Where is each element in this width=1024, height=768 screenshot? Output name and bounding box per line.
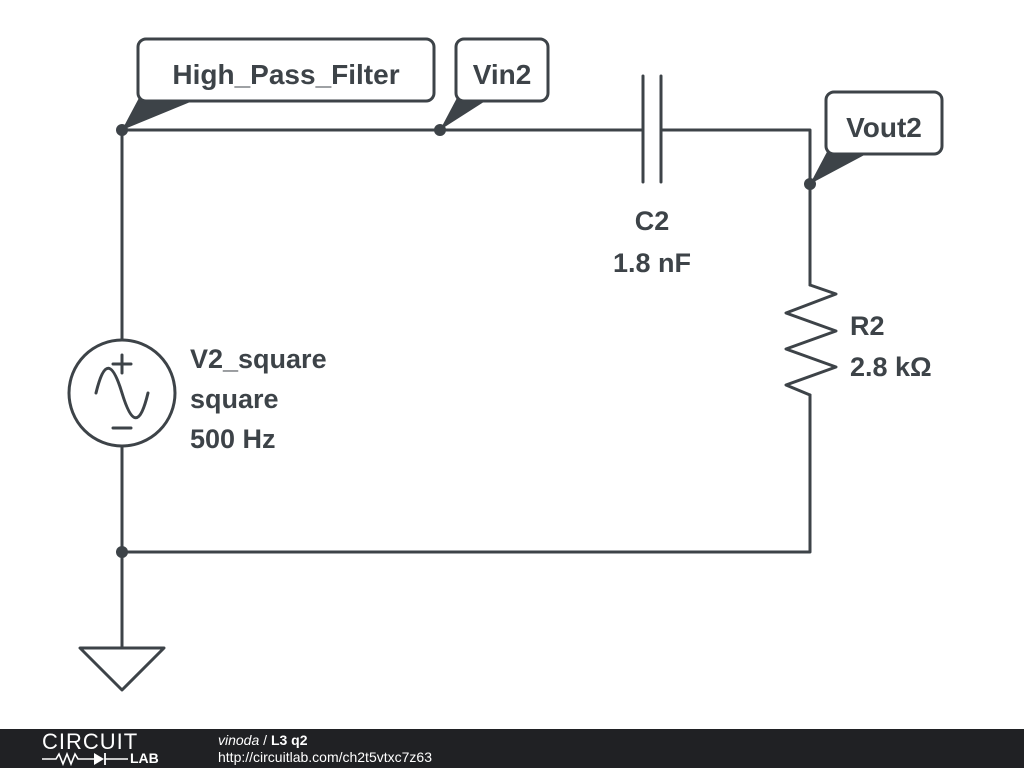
resistor-r2[interactable] bbox=[784, 283, 838, 397]
node-bottom-left[interactable] bbox=[116, 546, 128, 558]
footer-info: vinoda / L3 q2 http://circuitlab.com/ch2… bbox=[218, 732, 432, 766]
net-label-text: Vout2 bbox=[846, 112, 922, 143]
circuit-diagram: C2 1.8 nF R2 2.8 kΩ V2_square square 500… bbox=[67, 37, 944, 692]
author-link[interactable]: vinoda bbox=[218, 732, 260, 748]
net-label-vin2[interactable]: Vin2 bbox=[440, 37, 550, 130]
logo-text-bottom: LAB bbox=[130, 750, 159, 766]
net-label-vout2[interactable]: Vout2 bbox=[810, 90, 944, 184]
title-separator: / bbox=[259, 732, 271, 748]
sine-wave-icon bbox=[94, 367, 150, 419]
footer-title-line: vinoda / L3 q2 bbox=[218, 732, 432, 749]
voltage-source-v2[interactable] bbox=[67, 338, 177, 448]
circuitlab-logo[interactable]: CIRCUIT LAB bbox=[42, 731, 182, 767]
net-label-text: Vin2 bbox=[473, 59, 532, 90]
wire-right-lower bbox=[120, 393, 812, 554]
source-name: V2_square bbox=[190, 344, 327, 374]
footer-bar: CIRCUIT LAB vinoda / L3 q2 http://circui… bbox=[0, 729, 1024, 768]
capacitor-value: 1.8 nF bbox=[613, 248, 691, 278]
net-label-high-pass-filter[interactable]: High_Pass_Filter bbox=[122, 37, 436, 130]
circuit-title[interactable]: L3 q2 bbox=[270, 732, 308, 748]
source-frequency: 500 Hz bbox=[190, 424, 276, 454]
circuit-url[interactable]: http://circuitlab.com/ch2t5vtxc7z63 bbox=[218, 749, 432, 765]
source-waveform: square bbox=[190, 384, 279, 414]
resistor-name: R2 bbox=[850, 311, 885, 341]
net-label-text: High_Pass_Filter bbox=[172, 59, 399, 90]
logo-text-top: CIRCUIT bbox=[42, 729, 139, 754]
resistor-value: 2.8 kΩ bbox=[850, 352, 932, 382]
ground-symbol[interactable] bbox=[78, 646, 166, 692]
capacitor-c2[interactable] bbox=[641, 74, 663, 184]
wire-top-right bbox=[659, 128, 812, 287]
logo-resistor-diode-icon bbox=[42, 751, 128, 767]
capacitor-name: C2 bbox=[635, 206, 670, 236]
